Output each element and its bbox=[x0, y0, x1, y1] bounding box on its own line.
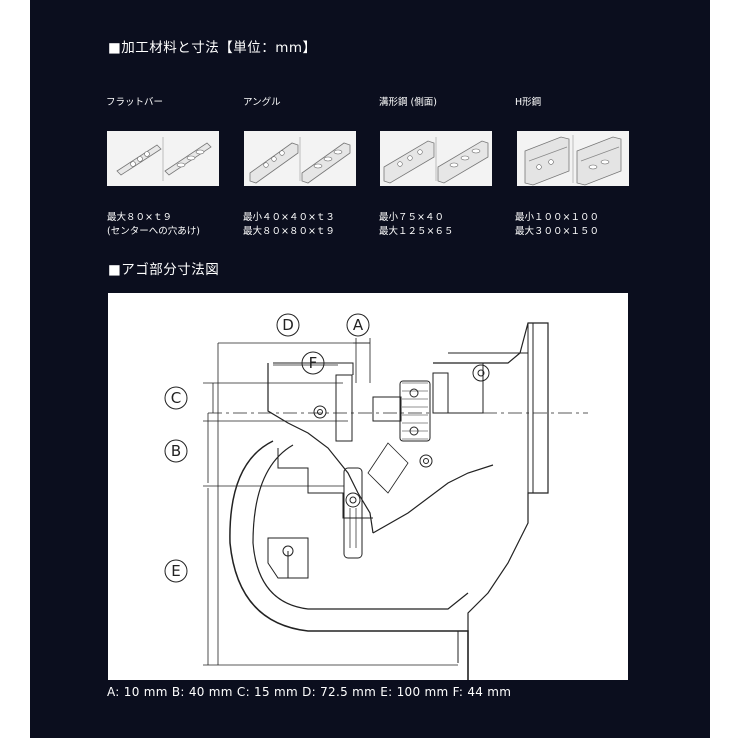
spec-line: (センターへの穴あけ) bbox=[107, 226, 200, 237]
material-spec-channel: 最小７５×４０ 最大１２５×６５ bbox=[379, 211, 453, 239]
material-label-flat-bar: フラットバー bbox=[106, 97, 164, 108]
spec-line: 最大８０×８０×ｔ９ bbox=[243, 226, 335, 237]
content-panel: ■加工材料と寸法【単位：mm】 フラットバー アングル 溝形鋼 (側面) H形鋼 bbox=[30, 0, 710, 738]
spec-line: 最大８０×ｔ９ bbox=[107, 212, 172, 223]
dim-label-c: C bbox=[171, 389, 181, 407]
channel-icon bbox=[380, 131, 492, 186]
material-spec-flat-bar: 最大８０×ｔ９ (センターへの穴あけ) bbox=[107, 211, 200, 239]
material-spec-h-beam: 最小１００×１００ 最大３００×１５０ bbox=[515, 211, 599, 239]
material-label-angle: アングル bbox=[243, 97, 281, 108]
material-label-h-beam: H形鋼 bbox=[515, 97, 542, 108]
h-beam-icon bbox=[517, 131, 629, 186]
jaw-dimension-diagram: D A F C B E bbox=[108, 293, 628, 680]
material-spec-angle: 最小４０×４０×ｔ３ 最大８０×８０×ｔ９ bbox=[243, 211, 335, 239]
jaw-heading: ■アゴ部分寸法図 bbox=[108, 262, 220, 278]
dim-label-d: D bbox=[282, 316, 294, 334]
spec-line: 最小７５×４０ bbox=[379, 212, 444, 223]
dimension-caption: A: 10 mm B: 40 mm C: 15 mm D: 72.5 mm E:… bbox=[107, 685, 512, 699]
spec-line: 最小４０×４０×ｔ３ bbox=[243, 212, 335, 223]
dim-label-e: E bbox=[171, 562, 180, 580]
spec-line: 最小１００×１００ bbox=[515, 212, 599, 223]
dim-label-b: B bbox=[171, 442, 181, 460]
dim-label-f: F bbox=[309, 354, 318, 372]
angle-icon bbox=[244, 131, 356, 186]
spec-line: 最大１２５×６５ bbox=[379, 226, 454, 237]
flat-bar-icon bbox=[107, 131, 219, 186]
spec-line: 最大３００×１５０ bbox=[515, 226, 599, 237]
materials-heading: ■加工材料と寸法【単位：mm】 bbox=[108, 40, 317, 56]
dim-label-a: A bbox=[353, 316, 364, 334]
material-label-channel: 溝形鋼 (側面) bbox=[379, 97, 437, 108]
